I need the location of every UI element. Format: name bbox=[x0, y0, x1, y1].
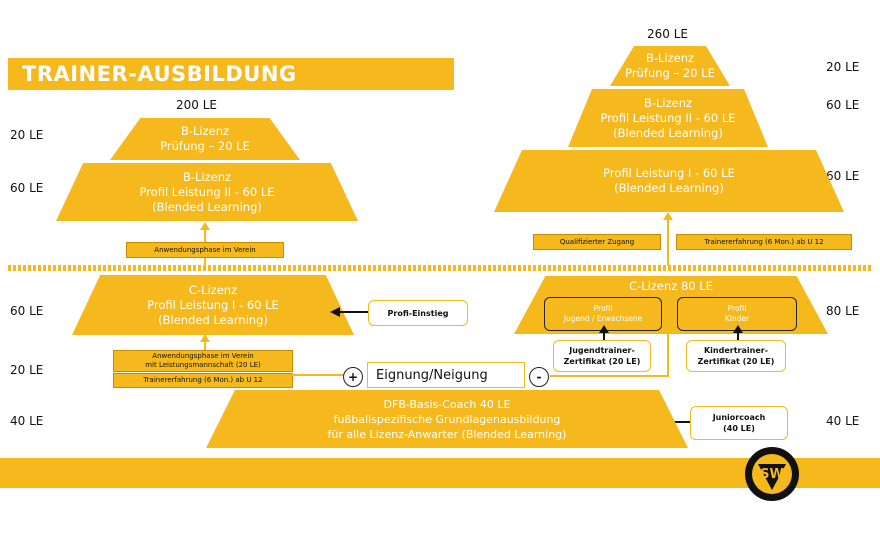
right-b-profil2: B-Lizenz Profil Leistung II - 60 LE (Ble… bbox=[568, 89, 768, 147]
profil-jugend-line2: Jugend / Erwachsene bbox=[563, 314, 643, 323]
left-b-profil2-line1: B-Lizenz bbox=[182, 169, 232, 184]
left-anwendung-box: Anwendungsphase im Verein bbox=[126, 242, 284, 258]
left-trainererfahrung-box: Trainererfahrung (6 Mon.) ab U 12 bbox=[113, 373, 293, 388]
left-anwendung2-box: Anwendungsphase im Verein mit Leistungsm… bbox=[113, 350, 293, 372]
basis-line2: fußballspezifische Grundlagenausbildung bbox=[333, 412, 561, 426]
eignung-box: Eignung/Neigung bbox=[367, 362, 525, 388]
basis-line3: für alle Lizenz-Anwarter (Blended Learni… bbox=[327, 427, 567, 441]
separator-line bbox=[8, 265, 872, 271]
left-anwendung2-line2: mit Leistungsmannschaft (20 LE) bbox=[145, 361, 261, 369]
left-c-lizenz-line3: (Blended Learning) bbox=[158, 312, 268, 327]
right-trainererfahrung-box: Trainererfahrung (6 Mon.) ab U 12 bbox=[676, 234, 852, 250]
left-b-profil2: B-Lizenz Profil Leistung II - 60 LE (Ble… bbox=[56, 163, 358, 221]
left-row-label-1: 20 LE bbox=[10, 128, 44, 142]
page-title: TRAINER-AUSBILDUNG bbox=[22, 62, 297, 86]
svg-text:SW: SW bbox=[760, 467, 784, 482]
left-b-profil2-line2: Profil Leistung II - 60 LE bbox=[139, 184, 275, 199]
left-b-profil2-line3: (Blended Learning) bbox=[152, 199, 262, 214]
left-c-lizenz-line2: Profil Leistung I - 60 LE bbox=[147, 297, 279, 312]
plus-circle: + bbox=[343, 367, 363, 387]
basis-coach: DFB-Basis-Coach 40 LE fußballspezifische… bbox=[206, 390, 688, 448]
left-total-label: 200 LE bbox=[176, 98, 217, 112]
left-row-label-2: 60 LE bbox=[10, 181, 44, 195]
right-row-label-1: 20 LE bbox=[826, 60, 860, 74]
right-b-profil2-line3: (Blended Learning) bbox=[613, 125, 723, 140]
right-b-pruefung-line2: Prüfung – 20 LE bbox=[625, 66, 715, 80]
kindertrainer-box: Kindertrainer- Zertifikat (20 LE) bbox=[686, 340, 786, 372]
right-profil1-line1: Profil Leistung I - 60 LE bbox=[603, 166, 735, 180]
qualifiziert-box: Qualifizierter Zugang bbox=[533, 234, 661, 250]
right-profil1-line2: (Blended Learning) bbox=[614, 181, 724, 195]
right-row-label-4: 80 LE bbox=[826, 304, 860, 318]
juniorcoach-line2: (40 LE) bbox=[723, 424, 755, 433]
minus-circle: - bbox=[529, 367, 549, 387]
profi-einstieg-box: Profi-Einstieg bbox=[368, 300, 468, 326]
right-b-profil2-line2: Profil Leistung II - 60 LE bbox=[600, 110, 736, 125]
bottom-bar bbox=[0, 458, 880, 488]
right-b-pruefung: B-Lizenz Prüfung – 20 LE bbox=[610, 46, 730, 86]
jugendtrainer-line1: Jugendtrainer- bbox=[569, 346, 635, 355]
right-c-lizenz-title: C-Lizenz 80 LE bbox=[629, 279, 713, 293]
juniorcoach-line1: Juniorcoach bbox=[712, 413, 766, 422]
kindertrainer-line2: Zertifikat (20 LE) bbox=[697, 357, 775, 366]
profil-kinder-line1: Profil bbox=[727, 304, 747, 313]
profil-jugend-line1: Profil bbox=[593, 304, 613, 313]
right-b-profil2-line1: B-Lizenz bbox=[643, 95, 693, 110]
left-b-pruefung-line1: B-Lizenz bbox=[180, 124, 230, 138]
title-bar bbox=[8, 58, 454, 90]
right-profil1: Profil Leistung I - 60 LE (Blended Learn… bbox=[494, 150, 844, 212]
left-row-label-3: 60 LE bbox=[10, 304, 44, 318]
profil-jugend-box: Profil Jugend / Erwachsene bbox=[544, 297, 662, 331]
left-c-lizenz: C-Lizenz Profil Leistung I - 60 LE (Blen… bbox=[72, 275, 354, 335]
left-row-label-4: 20 LE bbox=[10, 363, 44, 377]
profil-kinder-line2: Kinder bbox=[724, 314, 750, 323]
right-row-label-3: 60 LE bbox=[826, 169, 860, 183]
right-row-label-5: 40 LE bbox=[826, 414, 860, 428]
jugendtrainer-box: Jugendtrainer- Zertifikat (20 LE) bbox=[553, 340, 651, 372]
left-row-label-5: 40 LE bbox=[10, 414, 44, 428]
profi-einstieg-arrow bbox=[330, 307, 368, 317]
jugendtrainer-line2: Zertifikat (20 LE) bbox=[563, 357, 641, 366]
left-c-lizenz-line1: C-Lizenz bbox=[188, 282, 238, 297]
right-up-arrow bbox=[663, 212, 673, 266]
right-total-label: 260 LE bbox=[647, 27, 688, 41]
kindertrainer-line1: Kindertrainer- bbox=[703, 346, 769, 355]
connector-left-line bbox=[290, 374, 348, 376]
profil-kinder-box: Profil Kinder bbox=[677, 297, 797, 331]
right-b-pruefung-line1: B-Lizenz bbox=[645, 51, 695, 65]
left-b-pruefung-line2: Prüfung – 20 LE bbox=[160, 139, 250, 153]
juniorcoach-box: Juniorcoach (40 LE) bbox=[690, 406, 788, 440]
basis-line1: DFB-Basis-Coach 40 LE bbox=[383, 397, 511, 411]
swfv-logo-icon: SW bbox=[745, 447, 799, 501]
left-anwendung2-line1: Anwendungsphase im Verein bbox=[152, 352, 254, 360]
left-b-pruefung: B-Lizenz Prüfung – 20 LE bbox=[110, 118, 300, 160]
right-row-label-2: 60 LE bbox=[826, 98, 860, 112]
